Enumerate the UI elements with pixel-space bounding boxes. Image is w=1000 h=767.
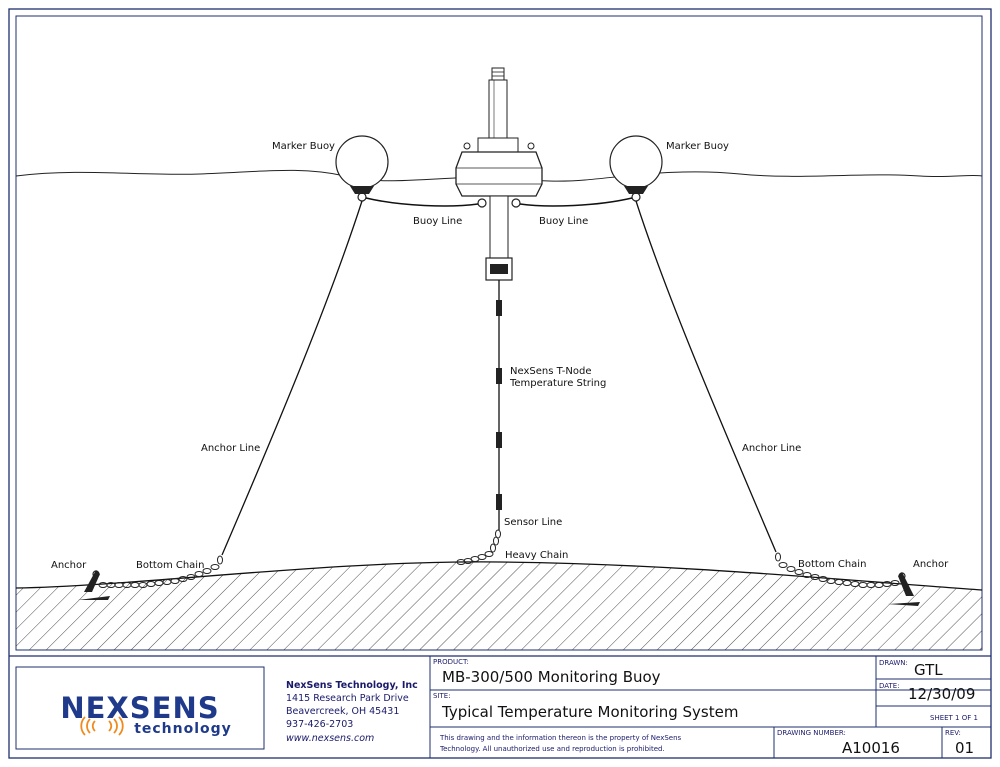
marker-buoy-right — [609, 135, 663, 202]
bottom-chain-right — [775, 552, 900, 588]
label-heavy-chain: Heavy Chain — [505, 550, 568, 561]
logo-technology: technology — [134, 721, 232, 737]
bottom-chain-left — [98, 555, 223, 588]
logo-box — [15, 666, 265, 750]
sheet-number: SHEET 1 OF 1 — [930, 714, 978, 722]
date-value: 12/30/09 — [908, 685, 975, 703]
monitoring-buoy — [455, 67, 543, 281]
date-label: DATE: — [879, 682, 900, 690]
label-buoy-line-right: Buoy Line — [539, 216, 588, 227]
company-name: NexSens Technology, Inc — [286, 680, 418, 691]
drawn-label: DRAWN: — [879, 659, 908, 667]
label-anchor-right: Anchor — [913, 559, 949, 570]
company-address2: Beavercreek, OH 45431 — [286, 706, 399, 717]
site-label: SITE: — [433, 692, 451, 700]
company-phone: 937-426-2703 — [286, 719, 353, 730]
anchor-left — [78, 570, 110, 600]
label-marker-buoy-left: Marker Buoy — [272, 141, 335, 152]
anchor-line-right — [635, 200, 777, 553]
notice-line1: This drawing and the information thereon… — [439, 734, 682, 742]
drawing-border — [8, 8, 992, 759]
logo-signal-icon — [80, 716, 124, 736]
anchor-right — [888, 572, 920, 606]
label-bottom-chain-right: Bottom Chain — [798, 559, 866, 570]
rev-label: REV: — [945, 729, 961, 737]
company-website: www.nexsens.com — [286, 733, 374, 744]
drawing-number-label: DRAWING NUMBER: — [777, 729, 846, 737]
product-value: MB-300/500 Monitoring Buoy — [442, 668, 661, 686]
label-tnode-1: NexSens T-Node — [510, 366, 592, 377]
heavy-chain — [456, 529, 501, 565]
drawn-value: GTL — [914, 661, 943, 679]
logo-nexsens: NEXSENS — [60, 691, 219, 725]
company-address1: 1415 Research Park Drive — [286, 693, 409, 704]
label-anchor-left: Anchor — [51, 560, 87, 571]
label-sensor-line: Sensor Line — [504, 517, 562, 528]
rev-value: 01 — [955, 739, 974, 757]
drawing-number-value: A10016 — [842, 739, 900, 757]
label-anchor-line-right: Anchor Line — [742, 443, 801, 454]
label-anchor-line-left: Anchor Line — [201, 443, 260, 454]
product-label: PRODUCT: — [433, 658, 469, 666]
buoy-line-left — [365, 197, 479, 207]
notice-line2: Technology. All unauthorized use and rep… — [439, 745, 665, 753]
buoy-line-right — [519, 197, 633, 207]
site-value: Typical Temperature Monitoring System — [441, 703, 738, 721]
marker-buoy-left — [335, 135, 389, 202]
label-bottom-chain-left: Bottom Chain — [136, 560, 204, 571]
label-buoy-line-left: Buoy Line — [413, 216, 462, 227]
label-tnode-2: Temperature String — [509, 378, 606, 389]
temperature-string — [496, 280, 502, 530]
title-block: NEXSENS technology NexSens Technology, I… — [9, 655, 991, 758]
label-marker-buoy-right: Marker Buoy — [666, 141, 729, 152]
anchor-line-left — [221, 200, 363, 556]
